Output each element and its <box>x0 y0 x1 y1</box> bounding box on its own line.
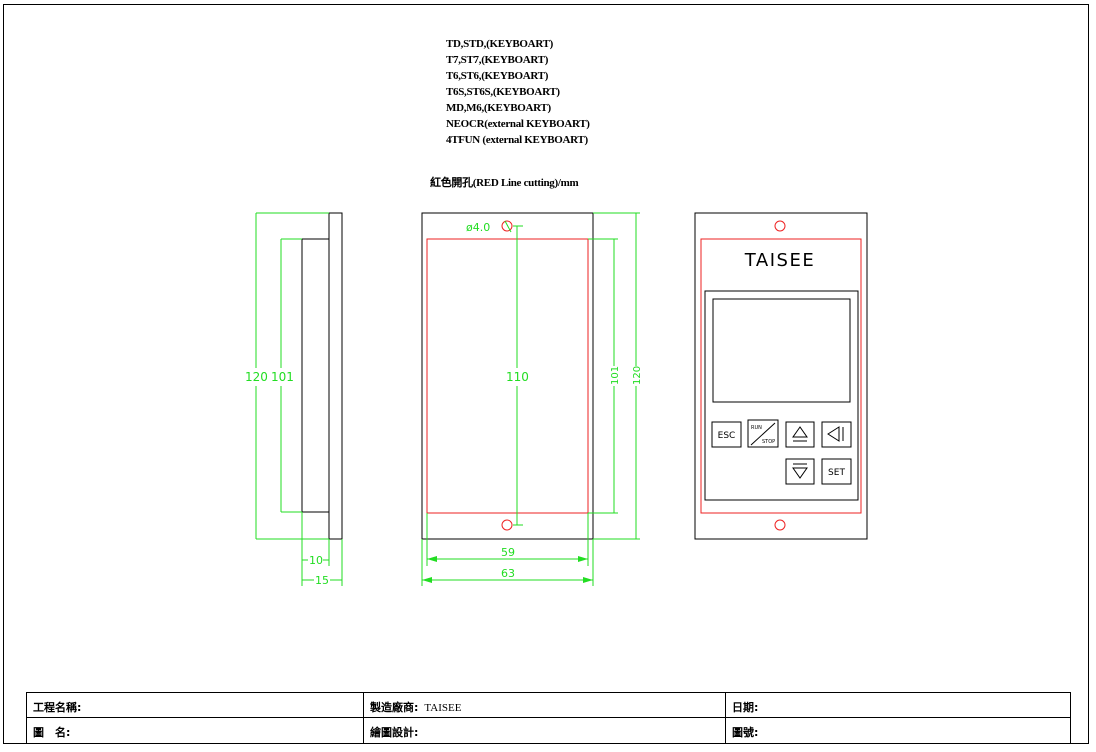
date-label: 日期: <box>732 701 759 714</box>
front-hole-bottom <box>774 519 786 531</box>
dim-hole-spacing: 110 <box>506 370 529 384</box>
front-cut-line <box>700 238 862 514</box>
dim-cut-height: 101 <box>610 366 621 385</box>
designer-label: 繪圖設計: <box>370 726 419 739</box>
side-view: 120 101 10 15 <box>245 212 343 587</box>
set-key <box>821 458 852 485</box>
set-key-label: SET <box>828 468 845 478</box>
project-name-cell: 工程名稱: <box>27 693 364 718</box>
down-arrow-icon <box>792 463 808 479</box>
cutout-dimension-labels: ø4.0 110 101 120 59 63 <box>466 221 643 580</box>
note-line: NEOCR(external KEYBOART) <box>446 118 590 130</box>
lcd-screen <box>712 298 851 403</box>
up-arrow-icon <box>792 426 808 442</box>
manufacturer-cell: 製造廠商: TAISEE <box>364 693 726 718</box>
stop-key-label: STOP <box>762 439 775 445</box>
drawing-number-cell: 圖號: <box>726 718 1070 743</box>
mount-hole-top <box>501 220 513 232</box>
cutout-dimensions <box>421 212 640 586</box>
date-cell: 日期: <box>726 693 1070 718</box>
dim-hole-diameter: ø4.0 <box>466 221 490 234</box>
left-arrow-icon <box>827 426 844 442</box>
front-hole-top <box>774 220 786 232</box>
note-line: T7,ST7,(KEYBOART) <box>446 54 549 66</box>
side-bezel <box>328 212 343 540</box>
dim-side-101: 101 <box>271 370 294 384</box>
project-name-label: 工程名稱: <box>33 701 82 714</box>
dim-cut-width: 59 <box>501 546 515 559</box>
note-line: T6S,ST6S,(KEYBOART) <box>446 86 560 98</box>
title-block: 工程名稱: 製造廠商: TAISEE 日期: 圖 名: 繪圖設計: 圖號: <box>26 692 1071 744</box>
esc-key <box>711 421 742 448</box>
front-outline <box>694 212 868 540</box>
designer-cell: 繪圖設計: <box>364 718 726 743</box>
mount-hole-bottom <box>501 519 513 531</box>
note-line: T6,ST6,(KEYBOART) <box>446 70 549 82</box>
down-key <box>785 458 815 485</box>
drawing-name-label: 圖 名: <box>33 726 71 739</box>
side-dimension-labels: 120 101 10 15 <box>245 370 329 587</box>
panel-outline <box>421 212 594 540</box>
front-view: TAISEE ESC RUN STOP SET <box>694 212 868 540</box>
note-line: 4TFUN (external KEYBOART) <box>446 134 588 146</box>
drawing-number-label: 圖號: <box>732 726 759 739</box>
model-notes: TD,STD,(KEYBOART) T7,ST7,(KEYBOART) T6,S… <box>446 36 590 148</box>
dim-panel-height: 120 <box>632 366 643 385</box>
cut-note: 紅色開孔(RED Line cutting)/mm <box>430 177 579 189</box>
note-line: TD,STD,(KEYBOART) <box>446 38 553 50</box>
brand-logo: TAISEE <box>744 250 815 271</box>
dim-side-10: 10 <box>309 554 323 567</box>
run-key-label: RUN <box>751 425 762 431</box>
manufacturer-value: TAISEE <box>424 702 462 714</box>
manufacturer-label: 製造廠商: <box>370 701 419 714</box>
esc-key-label: ESC <box>718 431 736 441</box>
cut-line <box>426 238 589 514</box>
run-stop-key <box>747 419 779 448</box>
dim-panel-width: 63 <box>501 567 515 580</box>
keypad-frame <box>704 290 859 501</box>
dim-side-120: 120 <box>245 370 268 384</box>
side-body <box>301 238 330 513</box>
drawing-name-cell: 圖 名: <box>27 718 364 743</box>
dim-side-15: 15 <box>315 574 329 587</box>
cutout-arrows <box>422 556 593 583</box>
note-line: MD,M6,(KEYBOART) <box>446 102 551 114</box>
left-key <box>821 421 852 448</box>
side-dimensions <box>255 212 343 586</box>
cutout-view: ø4.0 110 101 120 59 63 <box>421 212 643 586</box>
up-key <box>785 421 815 448</box>
